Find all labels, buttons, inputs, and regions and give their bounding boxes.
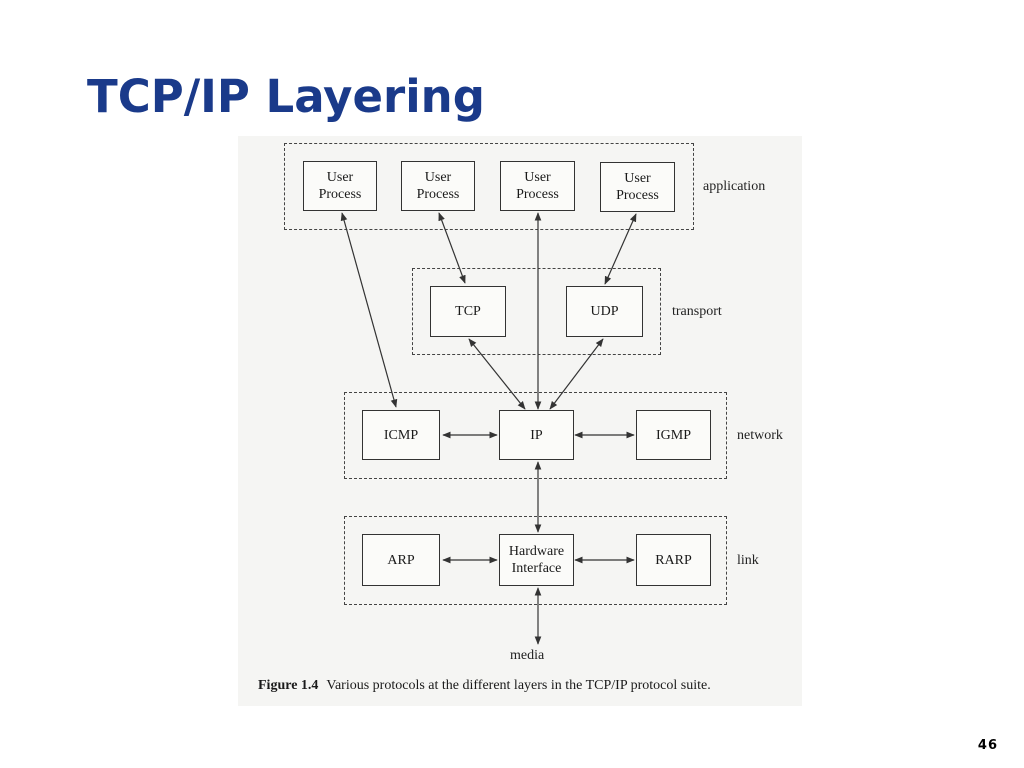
box-rarp-label: RARP (655, 552, 692, 568)
box-user-process-2-label: User Process (416, 170, 460, 202)
box-hardware-interface: Hardware Interface (499, 534, 574, 586)
box-user-process-3-label: User Process (516, 170, 559, 202)
layer-application (284, 143, 694, 230)
box-tcp-label: TCP (455, 304, 481, 319)
box-igmp-label: IGMP (655, 427, 691, 443)
caption-number: Figure 1.4 (258, 678, 319, 693)
box-user-process-1-label: User Process (318, 170, 362, 202)
box-udp: UDP (566, 286, 643, 337)
figure-caption: Figure 1.4 Various protocols at the diffe… (258, 678, 711, 694)
box-igmp: IGMP (636, 410, 711, 460)
box-icmp: ICMP (362, 410, 440, 460)
box-ip: IP (499, 410, 574, 460)
box-user-process-4-label: User Process (616, 171, 659, 203)
layer-label-application: application (703, 179, 766, 194)
layer-label-network: network (737, 428, 783, 443)
caption-text: Various protocols at the different layer… (326, 678, 711, 693)
media-label: media (510, 648, 545, 663)
layer-label-transport: transport (672, 304, 722, 319)
box-arp-label: ARP (387, 552, 415, 568)
box-user-process-3: User Process (500, 161, 575, 211)
box-user-process-4: User Process (600, 162, 675, 212)
box-hardware-interface-label: Hardware Interface (508, 544, 565, 576)
box-tcp: TCP (430, 286, 506, 337)
box-icmp-label: ICMP (383, 427, 419, 443)
box-ip-label: IP (530, 427, 543, 443)
page-number: 46 (977, 738, 998, 753)
box-user-process-2: User Process (401, 161, 475, 211)
box-rarp: RARP (636, 534, 711, 586)
box-udp-label: UDP (590, 304, 619, 319)
slide-title: TCP/IP Layering (87, 70, 485, 123)
box-arp: ARP (362, 534, 440, 586)
box-user-process-1: User Process (303, 161, 377, 211)
layer-label-link: link (737, 553, 759, 568)
